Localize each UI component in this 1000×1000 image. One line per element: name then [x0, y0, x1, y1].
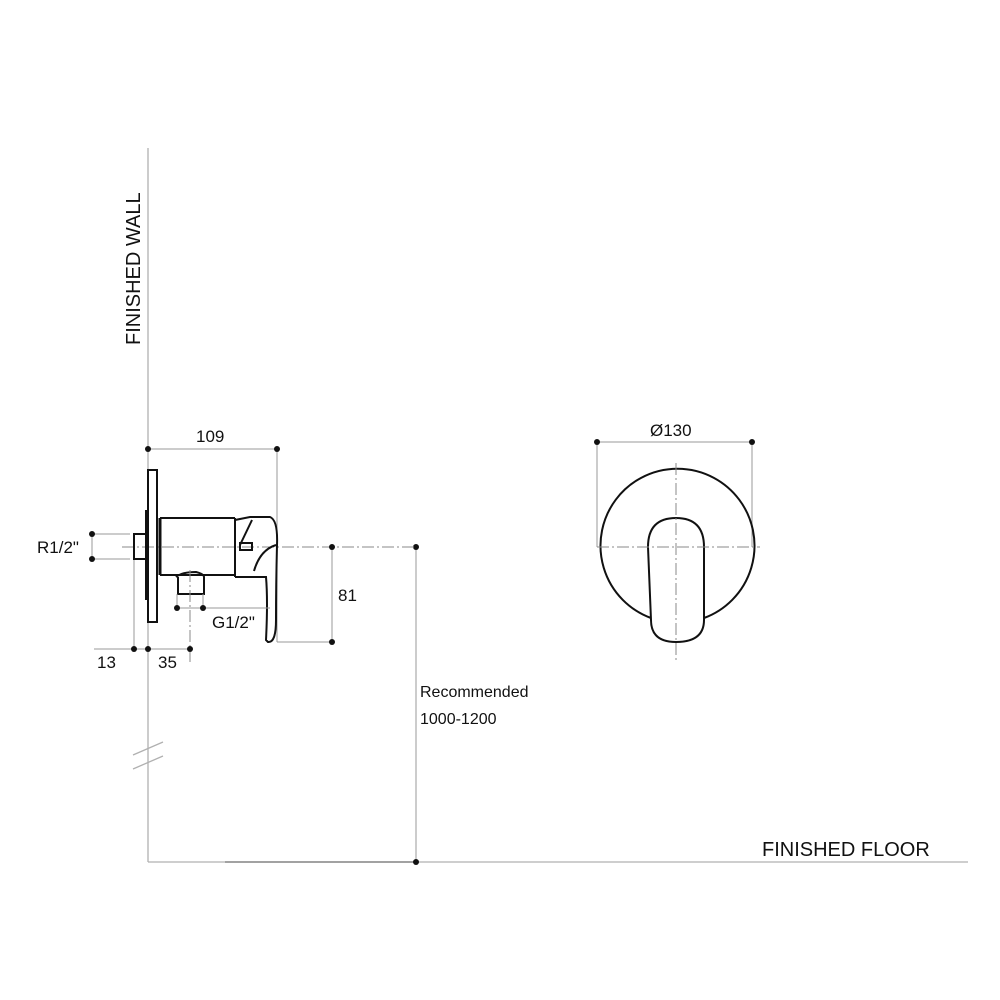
cover-plate — [599, 467, 756, 619]
dim-dot — [274, 446, 280, 452]
recommended-label: Recommended — [420, 684, 529, 701]
front-lever-handle — [646, 516, 705, 644]
dim-dot — [174, 605, 180, 611]
dim-dot — [200, 605, 206, 611]
plate-diameter-dimension: Ø130 — [650, 421, 692, 440]
dim-dot — [89, 556, 95, 562]
outlet-offset-dimension: 35 — [158, 653, 177, 672]
dim-dot — [145, 646, 151, 652]
depth-dimension: 109 — [196, 427, 224, 446]
handle-detail — [239, 519, 253, 546]
outlet-thread-dimension: G1/2" — [212, 613, 255, 632]
dim-dot — [131, 646, 137, 652]
finished-floor-label: FINISHED FLOOR — [762, 839, 930, 861]
handle-detail — [253, 544, 277, 572]
dim-dot — [145, 446, 151, 452]
dim-dot — [594, 439, 600, 445]
handle-detail — [239, 542, 253, 551]
dim-dot — [413, 859, 419, 865]
finished-wall-label: FINISHED WALL — [123, 192, 145, 345]
wall-plate — [147, 469, 158, 623]
lever-handle — [234, 516, 279, 643]
break-mark — [132, 755, 164, 770]
break-mark — [132, 741, 164, 756]
wall-offset-dimension: 13 — [97, 653, 116, 672]
outlet-fitting — [175, 570, 205, 595]
dim-dot — [329, 639, 335, 645]
handle-drop-dimension: 81 — [338, 586, 357, 605]
dim-dot — [413, 544, 419, 550]
dim-dot — [89, 531, 95, 537]
inlet-thread-dimension: R1/2" — [37, 538, 79, 557]
dim-dot — [187, 646, 193, 652]
inlet-stub — [133, 533, 148, 560]
dim-dot — [749, 439, 755, 445]
recommended-height-value: 1000-1200 — [420, 711, 497, 728]
dim-dot — [329, 544, 335, 550]
